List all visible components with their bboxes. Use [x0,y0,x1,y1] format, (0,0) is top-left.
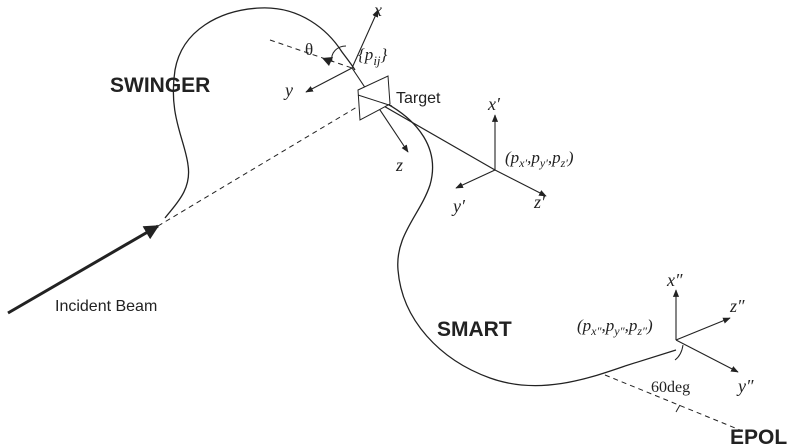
incident-beam-label: Incident Beam [55,298,157,315]
prime-z-axis [494,169,547,197]
dashed-tick [675,404,681,413]
target-y-label: y [283,80,293,100]
tensor-label: {pij} [358,45,388,68]
beam-extension-dashed [157,97,373,227]
target-z-axis [351,67,409,153]
target-x-axis [351,9,379,69]
double-prime-z-axis [675,317,731,341]
target-z-label: z [395,155,403,175]
epol-dashed-line [604,374,746,433]
prime-y-label: y′ [451,196,466,216]
epol-label: EPOL [730,426,787,448]
swinger-trajectory [164,7,356,219]
target-plane [357,75,391,121]
double-prime-x-label: x″ [666,270,683,290]
scattered-line [367,96,496,171]
target-label: Target [396,90,441,107]
angle-60-label: 60deg [651,379,690,396]
prime-x-label: x′ [487,94,501,114]
prime-z-label: z′ [533,192,546,212]
polarization-double-prime-label: (px″,py″,pz″) [577,316,653,338]
theta-label: θ [305,40,313,59]
smart-trajectory [379,99,626,387]
double-prime-z-label: z″ [729,296,745,316]
incident-beam-arrow [7,224,160,315]
theta-reference-dashed [269,39,353,69]
theta-arc-arrow [322,57,333,66]
double-prime-y-label: y″ [736,376,754,396]
double-prime-y-axis [675,339,739,373]
polarization-prime-label: (px′,py′,pz′) [505,148,574,170]
target-x-label: x [373,0,382,20]
smart-exit-line [624,349,677,367]
angle-60-arc [674,344,684,361]
prime-y-axis [455,169,496,189]
target-y-axis [305,67,353,93]
target-plane-through [357,94,393,107]
smart-label: SMART [437,318,512,341]
swinger-label: SWINGER [110,74,210,97]
